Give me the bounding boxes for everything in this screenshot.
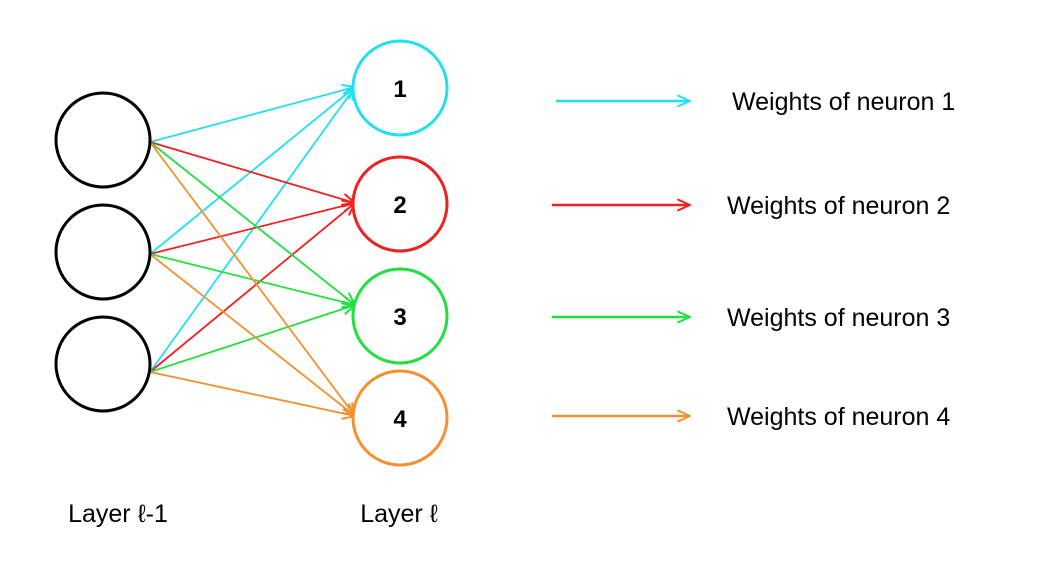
legend-label-2: Weights of neuron 2 bbox=[727, 192, 950, 220]
weight-line-in1-out3 bbox=[149, 141, 356, 306]
weight-line-in3-out1 bbox=[149, 86, 356, 373]
output-neuron-1-label: 1 bbox=[393, 76, 406, 103]
legend-arrowhead-2 bbox=[677, 198, 691, 212]
weight-line-in3-out3 bbox=[149, 304, 356, 373]
output-neuron-2-label: 2 bbox=[393, 192, 406, 219]
weight-line-in2-out1 bbox=[149, 86, 356, 255]
input-layer-label: Layer ℓ-1 bbox=[68, 500, 168, 528]
legend-arrowhead-3 bbox=[677, 310, 691, 324]
input-neuron-1 bbox=[54, 91, 152, 189]
output-neuron-4-label: 4 bbox=[393, 406, 407, 433]
output-neuron-2 bbox=[351, 155, 449, 253]
legend: Weights of neuron 1 Weights of neuron 2 We… bbox=[552, 88, 955, 431]
weight-line-in2-out2 bbox=[149, 202, 356, 255]
legend-label-4: Weights of neuron 4 bbox=[727, 403, 950, 431]
legend-arrowhead-1 bbox=[677, 94, 691, 108]
legend-label-3: Weights of neuron 3 bbox=[727, 304, 950, 332]
output-neuron-3-label: 3 bbox=[393, 304, 406, 331]
legend-arrowhead-4 bbox=[677, 409, 691, 423]
weight-line-in1-out1 bbox=[149, 86, 356, 143]
input-neuron-2 bbox=[54, 203, 152, 301]
output-layer: 1 2 3 4 bbox=[351, 39, 449, 467]
output-layer-label: Layer ℓ bbox=[360, 500, 438, 528]
weight-line-in3-out4 bbox=[149, 371, 356, 417]
legend-label-1: Weights of neuron 1 bbox=[732, 88, 955, 116]
weight-connections bbox=[149, 83, 356, 420]
output-neuron-4 bbox=[351, 369, 449, 467]
input-layer bbox=[54, 91, 152, 413]
input-neuron-3 bbox=[54, 315, 152, 413]
weight-line-in2-out4 bbox=[149, 253, 356, 417]
weight-line-in1-out2 bbox=[149, 141, 356, 204]
weight-line-in1-out4 bbox=[149, 141, 356, 417]
output-neuron-3 bbox=[351, 267, 449, 365]
output-neuron-1 bbox=[351, 39, 449, 137]
weight-line-in3-out2 bbox=[149, 202, 356, 373]
